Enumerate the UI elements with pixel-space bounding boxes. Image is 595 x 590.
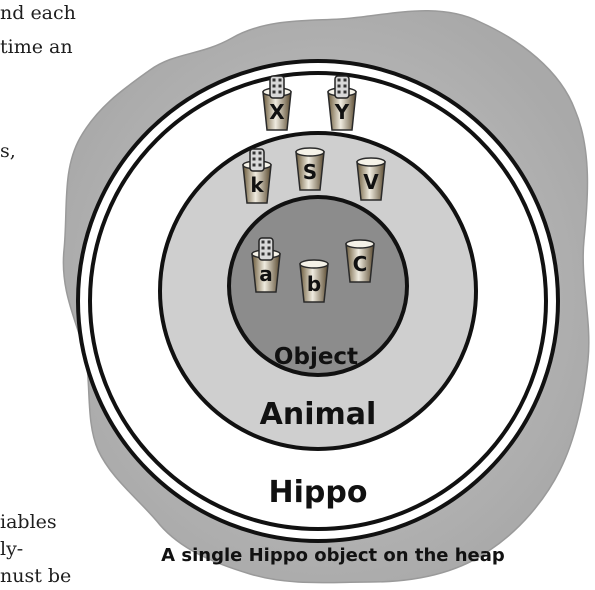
variable-label: b bbox=[307, 272, 321, 296]
remote-control-icon bbox=[270, 76, 284, 98]
remote-control-icon bbox=[250, 149, 264, 171]
remote-control-icon bbox=[259, 238, 273, 260]
hippo-label: Hippo bbox=[269, 475, 368, 510]
variable-label: X bbox=[269, 100, 285, 124]
variable-label: V bbox=[363, 170, 379, 194]
remote-control-icon bbox=[335, 76, 349, 98]
variable-V: V bbox=[357, 158, 385, 200]
variable-label: k bbox=[250, 173, 264, 197]
animal-label: Animal bbox=[260, 397, 377, 432]
variable-label: a bbox=[259, 262, 273, 286]
variable-label: Y bbox=[334, 100, 350, 124]
variable-label: C bbox=[353, 252, 368, 276]
variable-S: S bbox=[296, 148, 324, 190]
object-label: Object bbox=[274, 344, 358, 370]
variable-C: C bbox=[346, 240, 374, 282]
variable-b: b bbox=[300, 260, 328, 302]
variable-label: S bbox=[303, 160, 317, 184]
diagram-caption: A single Hippo object on the heap bbox=[161, 545, 505, 566]
